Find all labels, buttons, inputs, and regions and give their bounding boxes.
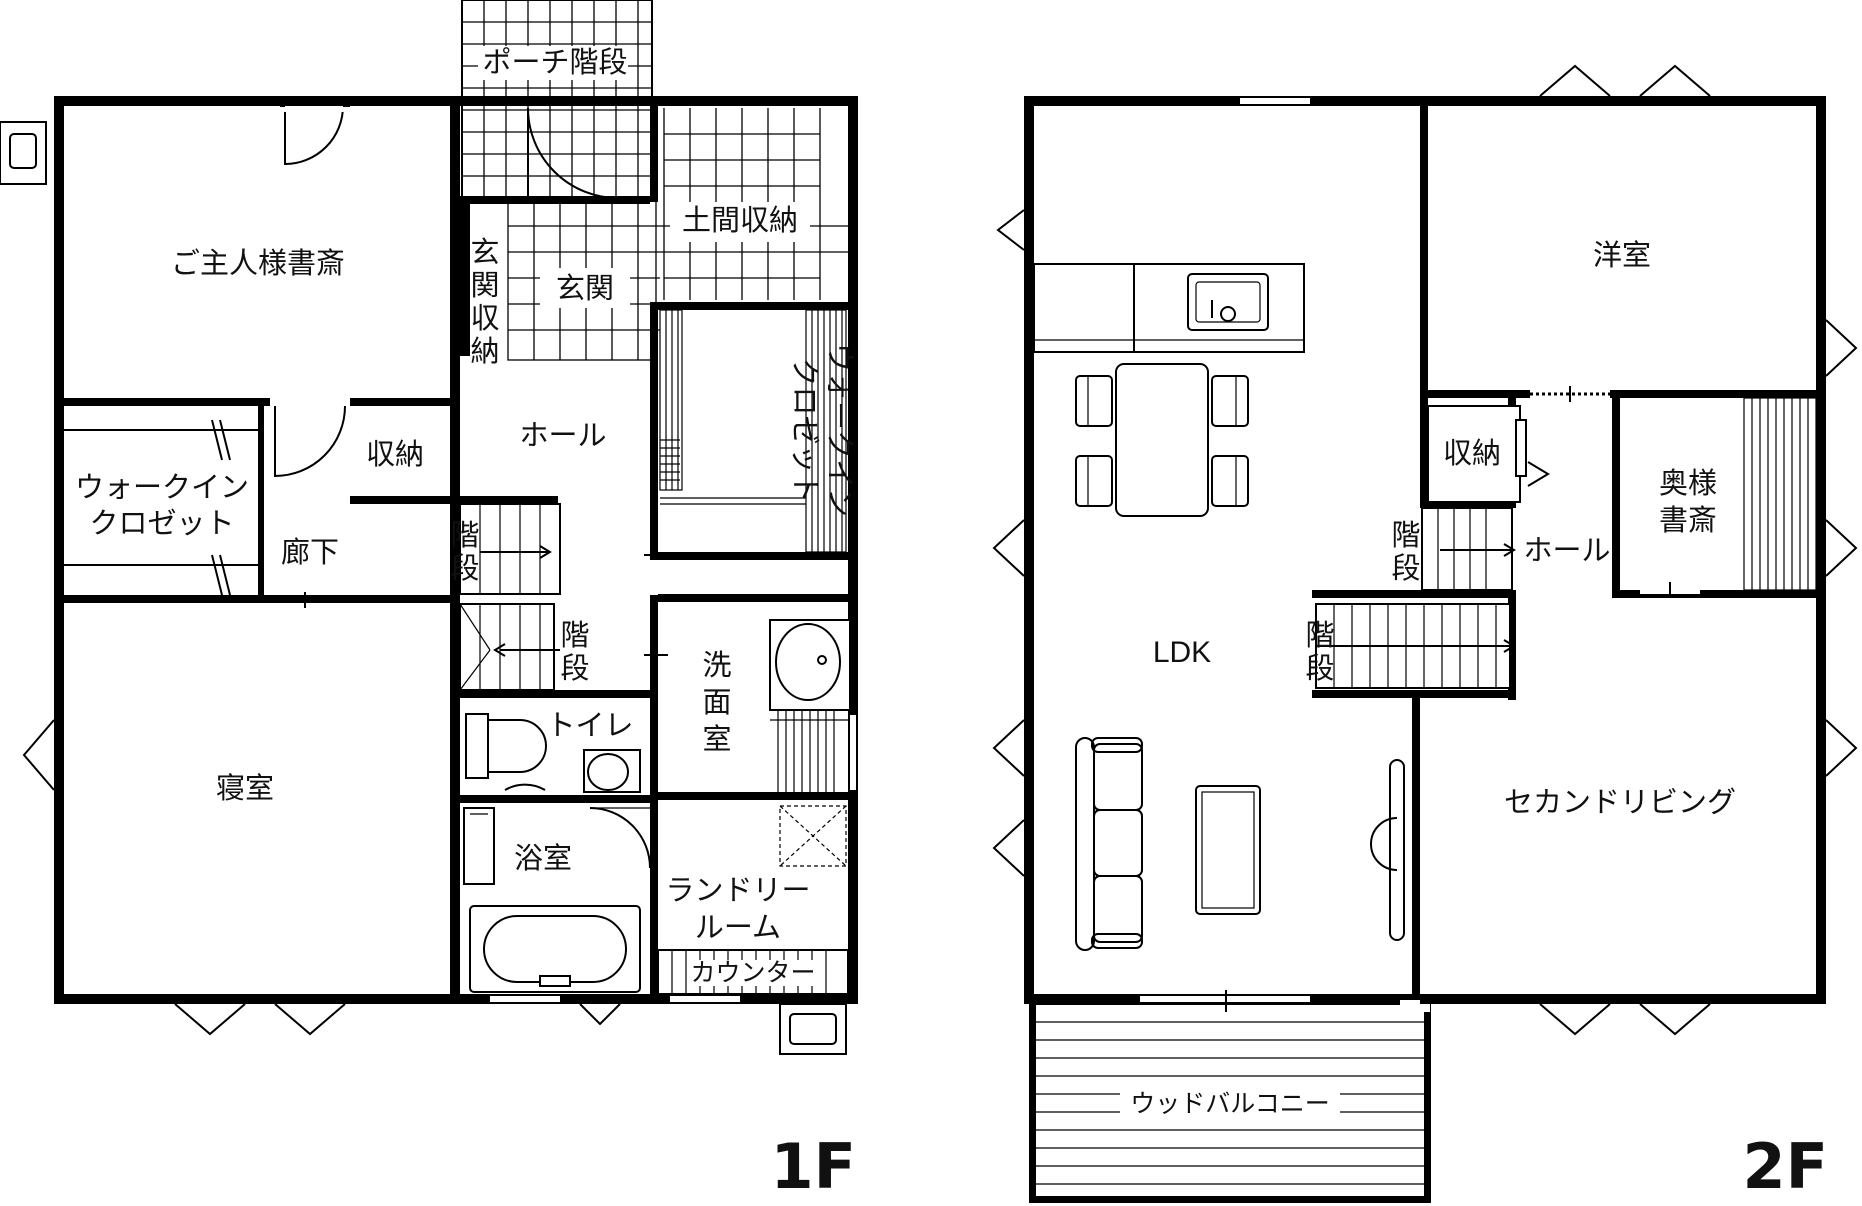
label-stairs-1f-lower: 階 段 — [560, 618, 589, 685]
label-stairs-2f-b: 階 段 — [1305, 618, 1334, 685]
label-wic-left: ウォークイン クロゼット — [75, 470, 249, 540]
kitchen-counter — [1033, 263, 1305, 353]
svg-text:洗: 洗 — [702, 648, 731, 682]
coffee-table — [1195, 785, 1261, 915]
label-study: ご主人様書斎 — [171, 246, 345, 280]
label-hall-1f: ホール — [519, 418, 606, 452]
label-doma-storage: 土間収納 — [682, 203, 798, 237]
label-storage-2f: 収納 — [1443, 436, 1501, 470]
label-corridor: 廊下 — [281, 535, 339, 569]
label-counter: カウンター — [690, 958, 815, 987]
label-toilet: トイレ — [546, 708, 633, 742]
svg-text:階: 階 — [1305, 618, 1334, 652]
wic-shelves — [659, 309, 847, 553]
svg-text:関: 関 — [470, 268, 499, 302]
stairs-1f-lower — [459, 603, 560, 691]
label-wife-study: 奥様 書斎 — [1659, 466, 1717, 537]
svg-text:納: 納 — [470, 334, 499, 368]
laundry-fixtures — [657, 805, 849, 995]
dining-table — [1075, 363, 1249, 517]
floor-1-label: 1F — [771, 1130, 857, 1203]
svg-text:収: 収 — [470, 301, 499, 335]
svg-text:室: 室 — [702, 722, 731, 756]
label-laundry: ランドリー ルーム — [665, 873, 810, 944]
label-storage-1f: 収納 — [366, 437, 424, 471]
storage-2f-door — [1427, 405, 1550, 503]
svg-text:段: 段 — [560, 651, 589, 685]
label-second-living: セカンドリビング — [1504, 785, 1736, 819]
label-ldk: LDK — [1153, 636, 1211, 669]
svg-text:面: 面 — [702, 685, 731, 719]
svg-text:段: 段 — [1305, 651, 1334, 685]
label-washroom: 洗 面 室 — [702, 648, 731, 756]
stairs-1f-upper — [459, 503, 561, 595]
sofa — [1075, 737, 1143, 951]
svg-text:玄: 玄 — [470, 235, 499, 269]
label-entrance-storage: 玄 関 収 納 — [470, 235, 499, 368]
svg-text:ウォークイン: ウォークイン — [823, 343, 857, 517]
svg-text:書斎: 書斎 — [1659, 503, 1717, 537]
floor-2-plan: 洋室 収納 奥様 書斎 階 段 ホール LDK 階 段 セカンドリビング ウッド… — [992, 64, 1858, 1203]
svg-text:ウォークイン: ウォークイン — [75, 470, 249, 504]
outdoor-sink-left — [0, 121, 47, 185]
label-porch-stairs: ポーチ階段 — [482, 45, 627, 79]
wood-balcony — [1029, 1003, 1431, 1203]
stairs-2f-a — [1421, 507, 1516, 591]
label-wood-balcony: ウッドバルコニー — [1130, 1089, 1330, 1118]
svg-text:ランドリー: ランドリー — [665, 873, 810, 907]
svg-text:階: 階 — [560, 618, 589, 652]
svg-text:クロゼット: クロゼット — [89, 506, 234, 540]
floor-1-plan: ポーチ階段 ご主人様書斎 土間収納 玄関 玄 関 収 納 ホール ウォークイン … — [0, 0, 858, 1203]
svg-text:ルーム: ルーム — [695, 910, 781, 944]
tv-board — [1370, 759, 1405, 941]
stairs-2f-b — [1315, 603, 1516, 689]
label-bathroom: 浴室 — [514, 841, 572, 875]
svg-text:段: 段 — [1391, 551, 1420, 585]
svg-text:階: 階 — [450, 518, 479, 552]
svg-text:奥様: 奥様 — [1659, 466, 1717, 500]
svg-text:段: 段 — [450, 551, 479, 585]
floor-2-label: 2F — [1743, 1130, 1829, 1203]
svg-text:階: 階 — [1391, 518, 1420, 552]
label-western-room: 洋室 — [1593, 238, 1651, 272]
toilet-fixture — [465, 713, 641, 793]
label-hall-2f: ホール — [1523, 533, 1610, 567]
wife-study-shelves — [1743, 397, 1817, 591]
washroom-sink — [769, 619, 851, 792]
label-entrance: 玄関 — [556, 271, 614, 305]
label-bedroom: 寝室 — [216, 771, 274, 805]
label-stairs-2f-a: 階 段 — [1391, 518, 1420, 585]
label-stairs-1f-upper: 階 段 — [450, 518, 479, 585]
label-wic-right: ウォークイン クロゼット — [788, 343, 857, 517]
svg-text:クロゼット: クロゼット — [788, 357, 822, 502]
bathtub — [463, 807, 651, 993]
